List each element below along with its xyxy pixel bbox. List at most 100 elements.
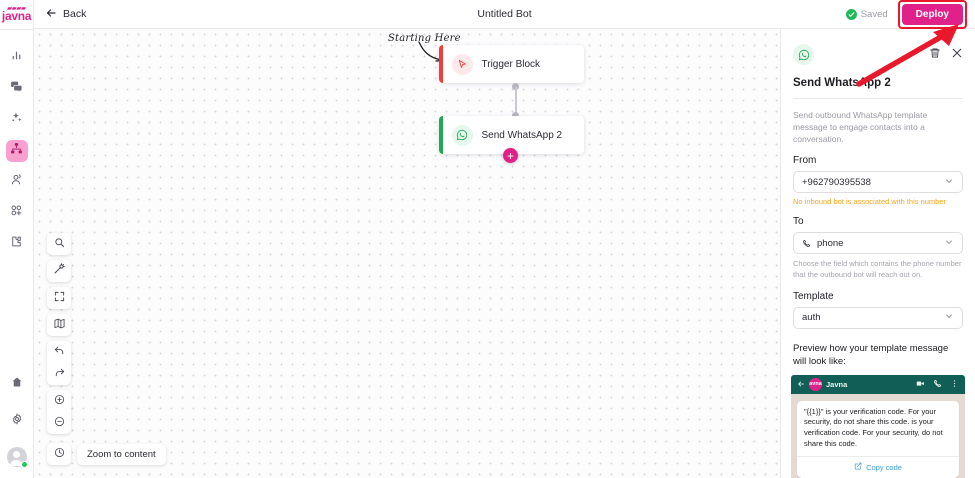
sparkles-icon bbox=[10, 111, 23, 129]
rail-bottom bbox=[6, 373, 28, 478]
to-label: To bbox=[793, 216, 804, 228]
avatar-head bbox=[13, 450, 20, 458]
zoom-out-button[interactable] bbox=[47, 412, 71, 434]
whatsapp-preview-header: avna Javna bbox=[791, 374, 965, 394]
sidebar-item-flows[interactable] bbox=[5, 140, 28, 162]
phone-icon bbox=[802, 239, 811, 248]
user-icon bbox=[10, 173, 23, 191]
avatar-body bbox=[10, 460, 23, 466]
template-value: auth bbox=[802, 312, 821, 324]
copy-icon bbox=[854, 462, 862, 472]
whatsapp-header-icons bbox=[916, 375, 959, 393]
connector-line bbox=[515, 87, 517, 115]
sidebar-item-analytics[interactable] bbox=[6, 47, 28, 69]
from-select[interactable]: +962790395538 bbox=[793, 171, 963, 194]
minimap-button[interactable] bbox=[47, 314, 71, 336]
from-warning-text: No inbound bot is associated with this n… bbox=[793, 197, 947, 207]
logo-text: javna bbox=[1, 9, 32, 24]
sidebar-item-ai[interactable] bbox=[6, 109, 28, 131]
template-select[interactable]: auth bbox=[793, 306, 963, 329]
undo-button[interactable] bbox=[47, 341, 71, 363]
zoom-to-content-button[interactable]: Zoom to content bbox=[77, 443, 166, 465]
sidebar-item-settings[interactable] bbox=[6, 410, 28, 432]
contact-avatar: avna bbox=[809, 377, 822, 391]
home-icon bbox=[11, 375, 23, 393]
flow-canvas[interactable]: Starting Here Trigger Block Send Whats bbox=[34, 29, 780, 478]
online-status-dot bbox=[20, 461, 28, 468]
zoom-in-button[interactable] bbox=[47, 390, 71, 412]
copy-code-button[interactable]: Copy code bbox=[804, 457, 952, 478]
sidebar-item-contacts[interactable] bbox=[6, 171, 28, 193]
flow-diagram-icon bbox=[10, 142, 23, 160]
node-settings-panel: Send WhatsApp 2 Send outbound WhatsApp t… bbox=[780, 29, 975, 478]
sidebar-item-home[interactable] bbox=[6, 373, 28, 395]
add-node-button[interactable]: + bbox=[503, 148, 518, 163]
video-call-icon bbox=[916, 375, 925, 393]
node-send-whatsapp-2[interactable]: Send WhatsApp 2 bbox=[439, 116, 584, 154]
fit-to-screen-button[interactable] bbox=[47, 287, 71, 309]
deploy-annotation-box: Deploy bbox=[897, 0, 967, 29]
from-label: From bbox=[793, 155, 817, 167]
brand-logo[interactable]: ▰▰▰▰ javna bbox=[0, 0, 34, 29]
chevron-down-icon bbox=[944, 176, 954, 189]
cursor-arrow-icon bbox=[451, 53, 473, 75]
status-badge-saved: Saved bbox=[845, 8, 888, 20]
node-accent-bar bbox=[439, 45, 443, 83]
tool-group-history bbox=[47, 341, 71, 385]
bubble-divider bbox=[797, 456, 959, 458]
chevron-down-icon bbox=[944, 237, 954, 250]
overflow-menu-icon bbox=[950, 375, 959, 393]
expand-icon bbox=[54, 289, 65, 307]
preview-label: Preview how your template message will l… bbox=[793, 342, 949, 367]
redo-icon bbox=[54, 365, 65, 383]
search-icon bbox=[54, 235, 65, 253]
back-label: Back bbox=[63, 8, 87, 20]
zoom-to-content-row: Zoom to content bbox=[47, 443, 166, 465]
connector-dot-bottom bbox=[512, 112, 519, 119]
chevron-down-icon bbox=[944, 311, 954, 324]
message-text: "{{1}}" is your verification code. For y… bbox=[804, 406, 943, 449]
deploy-button[interactable]: Deploy bbox=[901, 3, 963, 25]
whatsapp-icon bbox=[793, 44, 814, 65]
history-button[interactable] bbox=[47, 443, 71, 465]
tool-group-search bbox=[47, 233, 71, 255]
undo-icon bbox=[54, 343, 65, 361]
delete-button[interactable] bbox=[929, 46, 941, 64]
to-select[interactable]: phone bbox=[793, 232, 963, 255]
sidebar-item-segments[interactable] bbox=[6, 202, 28, 224]
back-arrow-icon bbox=[797, 375, 805, 393]
avatar[interactable] bbox=[6, 447, 28, 468]
canvas-search-button[interactable] bbox=[47, 233, 71, 255]
panel-divider bbox=[793, 98, 963, 99]
contact-name: Javna bbox=[826, 379, 848, 389]
node-trigger-block[interactable]: Trigger Block bbox=[439, 45, 584, 83]
tool-group-fit bbox=[47, 287, 71, 309]
close-button[interactable] bbox=[951, 46, 963, 64]
top-bar-actions: Saved Deploy bbox=[845, 0, 975, 29]
map-icon bbox=[53, 316, 65, 334]
gear-icon bbox=[11, 412, 23, 430]
logo-top-glyphs: ▰▰▰▰ bbox=[7, 6, 26, 13]
auto-layout-button[interactable] bbox=[47, 260, 71, 282]
sidebar-item-integrations[interactable] bbox=[6, 233, 28, 255]
tool-group-clock bbox=[47, 443, 71, 465]
from-value: +962790395538 bbox=[802, 176, 871, 188]
sidebar-item-inbox[interactable] bbox=[6, 78, 28, 100]
arrow-left-icon bbox=[45, 7, 57, 22]
redo-button[interactable] bbox=[47, 363, 71, 385]
back-button[interactable]: Back bbox=[45, 7, 86, 22]
chat-bubbles-icon bbox=[10, 80, 23, 98]
node-label: Send WhatsApp 2 bbox=[481, 129, 563, 141]
whatsapp-icon bbox=[451, 124, 473, 146]
whatsapp-preview: avna Javna "{{1}}" is your verificat bbox=[791, 374, 965, 478]
bar-chart-icon bbox=[10, 49, 23, 67]
tool-group-zoom bbox=[47, 390, 71, 434]
check-circle-icon bbox=[845, 8, 857, 20]
logo-mark: ▰▰▰▰ javna bbox=[1, 6, 32, 24]
rail-items bbox=[5, 30, 28, 255]
panel-description: Send outbound WhatsApp template message … bbox=[793, 110, 928, 145]
connector-dot-top bbox=[512, 83, 519, 90]
saved-label: Saved bbox=[860, 8, 888, 20]
to-value: phone bbox=[817, 237, 844, 249]
annotation-starting-here: Starting Here bbox=[388, 33, 461, 44]
